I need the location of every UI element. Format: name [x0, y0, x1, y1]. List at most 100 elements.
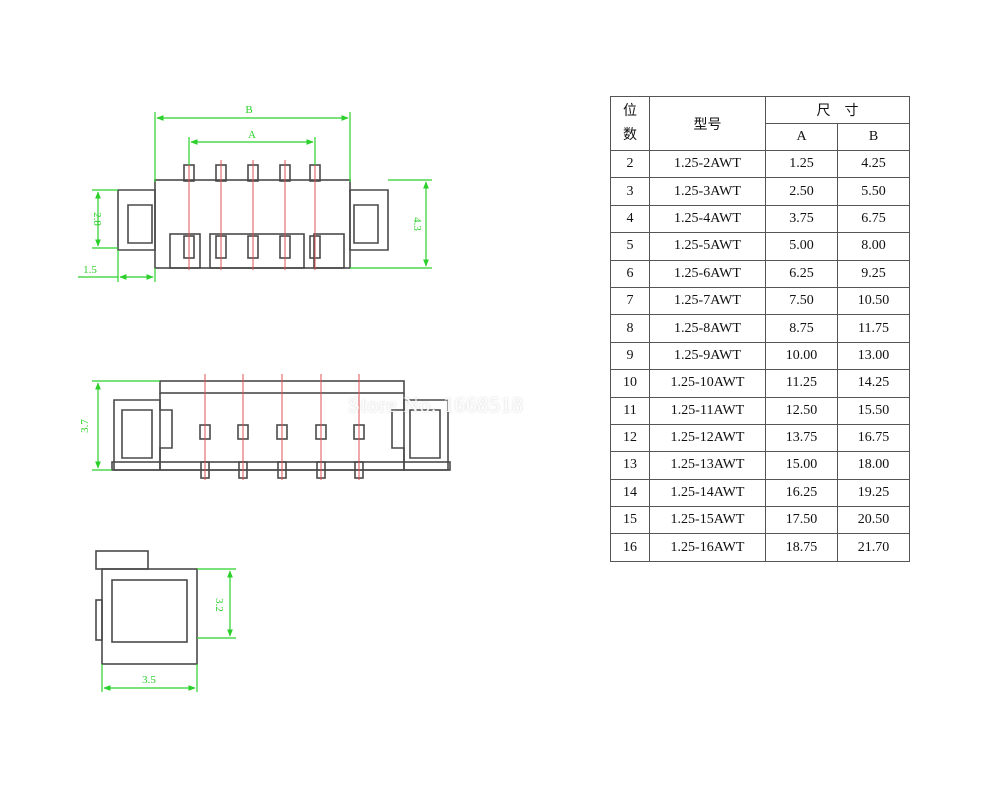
header-pos-line2: 数 — [623, 127, 637, 143]
cell-pos: 13 — [610, 451, 650, 480]
dim-offset-label: 1.5 — [83, 264, 97, 276]
table-subheader-row: A B — [611, 123, 910, 151]
cell-b: 21.70 — [837, 533, 910, 562]
cell-a: 10.00 — [765, 341, 838, 371]
cell-model: 1.25-15AWT — [649, 506, 766, 535]
cell-b: 10.50 — [837, 286, 910, 316]
cell-b: 14.25 — [837, 369, 910, 398]
dim-height-left-label: 2.8 — [91, 212, 103, 226]
cell-model: 1.25-8AWT — [649, 314, 766, 343]
watermark: Store No. 1668518 — [348, 392, 524, 417]
cell-b: 8.00 — [837, 232, 910, 261]
cell-b: 13.00 — [837, 341, 910, 371]
cell-b: 6.75 — [837, 204, 910, 234]
front-view-centerlines — [204, 374, 360, 480]
cell-pos: 14 — [610, 478, 650, 508]
cell-a: 1.25 — [765, 149, 838, 179]
cell-pos: 15 — [610, 506, 650, 535]
cell-a: 17.50 — [765, 506, 838, 535]
cell-b: 15.50 — [837, 396, 910, 425]
cell-pos: 12 — [610, 423, 650, 453]
cell-a: 6.25 — [765, 259, 838, 288]
cell-model: 1.25-4AWT — [649, 204, 766, 234]
dim-height-right-label: 4.3 — [411, 217, 423, 231]
cell-a: 3.75 — [765, 204, 838, 234]
cell-model: 1.25-9AWT — [649, 341, 766, 371]
cell-model: 1.25-3AWT — [649, 177, 766, 206]
header-b: B — [837, 123, 910, 151]
cell-model: 1.25-11AWT — [649, 396, 766, 425]
cell-pos: 2 — [610, 149, 650, 179]
header-size: 尺 寸 — [765, 96, 910, 124]
cell-a: 5.00 — [765, 232, 838, 261]
cell-model: 1.25-12AWT — [649, 423, 766, 453]
side-view — [95, 550, 198, 665]
cell-model: 1.25-13AWT — [649, 451, 766, 480]
cell-model: 1.25-2AWT — [649, 149, 766, 179]
cell-model: 1.25-6AWT — [649, 259, 766, 288]
cell-pos: 10 — [610, 369, 650, 398]
header-pos: 位 数 — [610, 96, 650, 151]
cell-pos: 11 — [610, 396, 650, 425]
cell-b: 9.25 — [837, 259, 910, 288]
dim-b-label: B — [245, 104, 252, 116]
cell-a: 15.00 — [765, 451, 838, 480]
cell-b: 5.50 — [837, 177, 910, 206]
top-view-dimensions — [78, 112, 432, 282]
cell-b: 4.25 — [837, 149, 910, 179]
cell-pos: 8 — [610, 314, 650, 343]
side-view-dimensions — [101, 568, 236, 692]
cell-a: 11.25 — [765, 369, 838, 398]
cell-pos: 4 — [610, 204, 650, 234]
cell-b: 11.75 — [837, 314, 910, 343]
side-width-label: 3.5 — [142, 674, 156, 686]
cell-a: 13.75 — [765, 423, 838, 453]
cell-pos: 6 — [610, 259, 650, 288]
cell-model: 1.25-5AWT — [649, 232, 766, 261]
cell-a: 12.50 — [765, 396, 838, 425]
cell-pos: 5 — [610, 232, 650, 261]
cell-b: 20.50 — [837, 506, 910, 535]
cell-a: 16.25 — [765, 478, 838, 508]
header-a: A — [765, 123, 838, 151]
cell-b: 18.00 — [837, 451, 910, 480]
cell-a: 18.75 — [765, 533, 838, 562]
cell-b: 19.25 — [837, 478, 910, 508]
cell-a: 8.75 — [765, 314, 838, 343]
header-model: 型号 — [649, 96, 766, 151]
cell-a: 2.50 — [765, 177, 838, 206]
cell-b: 16.75 — [837, 423, 910, 453]
side-height-label: 3.2 — [213, 598, 225, 612]
cell-model: 1.25-10AWT — [649, 369, 766, 398]
cell-pos: 7 — [610, 286, 650, 316]
front-height-label: 3.7 — [79, 419, 91, 433]
table-header-row: 位 数 型号 尺 寸 — [610, 96, 910, 151]
cell-pos: 3 — [610, 177, 650, 206]
header-pos-line1: 位 — [623, 103, 637, 119]
dim-a-label: A — [248, 129, 256, 141]
front-view-dimensions — [92, 380, 160, 471]
cell-a: 7.50 — [765, 286, 838, 316]
cell-pos: 16 — [610, 533, 650, 562]
top-view-centerlines — [188, 160, 316, 270]
cell-model: 1.25-14AWT — [649, 478, 766, 508]
cell-pos: 9 — [610, 341, 650, 371]
